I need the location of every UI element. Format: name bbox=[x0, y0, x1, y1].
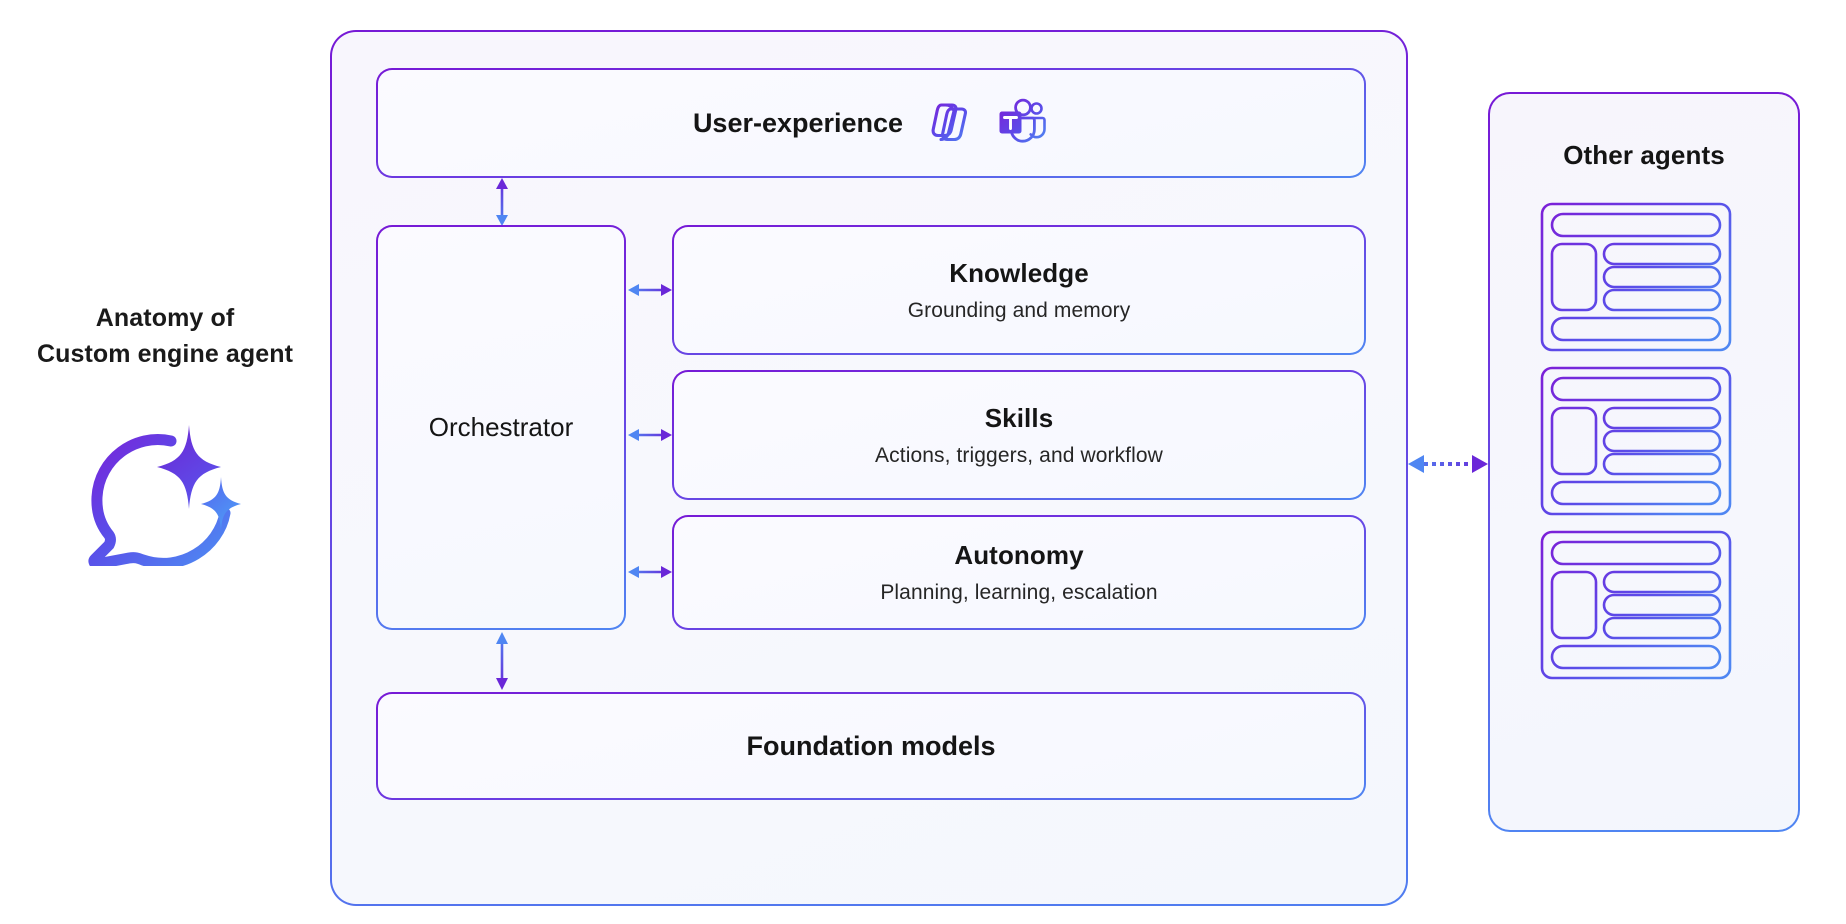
foundation-models-title: Foundation models bbox=[746, 730, 996, 761]
arrow-orchestrator-to-autonomy bbox=[628, 563, 672, 586]
caption-line-2: Custom engine agent bbox=[36, 340, 294, 369]
microsoft-teams-icon bbox=[997, 96, 1049, 151]
custom-engine-agent-container: User-experience bbox=[330, 30, 1408, 906]
diagram-caption: Anatomy of Custom engine agent bbox=[0, 300, 330, 566]
microsoft-copilot-icon bbox=[925, 96, 975, 151]
arrow-main-to-other-agents bbox=[1408, 452, 1488, 481]
agent-card[interactable] bbox=[1540, 366, 1732, 516]
orchestrator-title: Orchestrator bbox=[428, 412, 574, 442]
knowledge-title: Knowledge bbox=[949, 257, 1089, 288]
arrow-orchestrator-to-knowledge bbox=[628, 281, 672, 304]
orchestrator-card[interactable]: Orchestrator bbox=[376, 225, 626, 630]
agent-card[interactable] bbox=[1540, 530, 1732, 680]
autonomy-card[interactable]: Autonomy Planning, learning, escalation bbox=[672, 515, 1366, 630]
skills-card[interactable]: Skills Actions, triggers, and workflow bbox=[672, 370, 1366, 500]
arrow-orchestrator-to-foundation bbox=[492, 632, 512, 695]
skills-title: Skills bbox=[984, 402, 1054, 433]
other-agents-panel: Other agents bbox=[1488, 92, 1800, 832]
foundation-models-card[interactable]: Foundation models bbox=[376, 692, 1366, 800]
skills-subtitle: Actions, triggers, and workflow bbox=[875, 443, 1163, 467]
user-experience-card[interactable]: User-experience bbox=[376, 68, 1366, 178]
agent-sparkle-chat-icon bbox=[0, 421, 330, 566]
agent-card[interactable] bbox=[1540, 202, 1732, 352]
arrow-ux-to-orchestrator bbox=[492, 178, 512, 231]
user-experience-title: User-experience bbox=[692, 107, 904, 138]
knowledge-card[interactable]: Knowledge Grounding and memory bbox=[672, 225, 1366, 355]
autonomy-title: Autonomy bbox=[954, 540, 1084, 570]
caption-line-1: Anatomy of bbox=[95, 304, 235, 332]
knowledge-subtitle: Grounding and memory bbox=[907, 298, 1131, 322]
autonomy-subtitle: Planning, learning, escalation bbox=[880, 581, 1158, 604]
other-agents-title: Other agents bbox=[1563, 140, 1725, 170]
arrow-orchestrator-to-skills bbox=[628, 426, 672, 449]
